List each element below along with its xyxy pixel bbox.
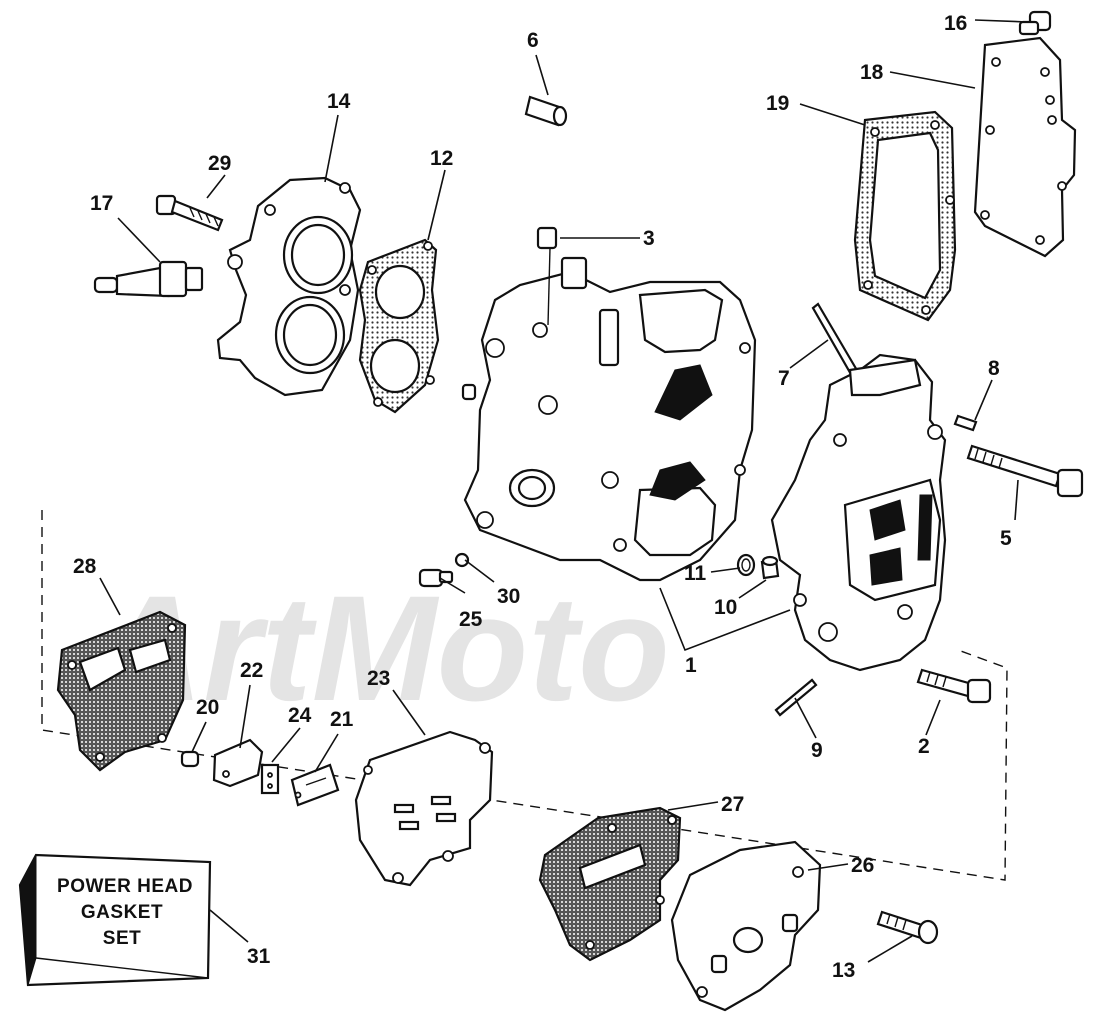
- pin-9: [774, 678, 818, 717]
- callout-30: 30: [497, 585, 520, 608]
- callout-14: 14: [327, 90, 351, 113]
- callout-21: 21: [330, 708, 354, 731]
- bolt-5: [966, 444, 1084, 498]
- callout-10: 10: [714, 596, 737, 619]
- callout-31: 31: [247, 945, 271, 968]
- callout-27: 27: [721, 793, 744, 816]
- callout-20: 20: [196, 696, 219, 719]
- bolt-2: [916, 668, 992, 704]
- callout-2: 2: [918, 735, 930, 758]
- callout-7: 7: [778, 367, 790, 390]
- shim-24: [260, 763, 280, 795]
- plug-10: [760, 555, 780, 580]
- sleeve-6: [524, 95, 568, 127]
- dashed-group-outline: [41, 510, 1008, 881]
- kit-label-line-2: GASKET: [81, 902, 163, 923]
- kit-label-line-1: POWER HEAD: [57, 876, 193, 897]
- kit-label-line-3: SET: [103, 928, 141, 949]
- callout-11: 11: [684, 562, 707, 585]
- plug-small: [461, 383, 477, 401]
- screw-25: [418, 568, 454, 588]
- callout-9: 9: [811, 739, 823, 762]
- callout-17: 17: [90, 192, 113, 215]
- callout-23: 23: [367, 667, 390, 690]
- spark-plug-17: [93, 260, 204, 298]
- reed-plate-23: [354, 730, 494, 887]
- watermark-text: ArtMoto: [91, 564, 670, 732]
- callout-13: 13: [832, 959, 855, 982]
- reed-stop-22: [212, 738, 264, 788]
- cylinder-head-14: [216, 176, 362, 397]
- gasket-set-box-31: [18, 853, 212, 987]
- callout-28: 28: [73, 555, 97, 578]
- spring-11: [736, 553, 756, 577]
- callout-18: 18: [860, 61, 884, 84]
- screw-16: [1018, 10, 1052, 36]
- callout-22: 22: [240, 659, 263, 682]
- gasket-set-label: POWER HEAD GASKET SET: [57, 876, 193, 949]
- head-gasket-12: [358, 238, 440, 414]
- bolt-29: [155, 194, 224, 232]
- callout-16: 16: [944, 12, 967, 35]
- intake-cover-26: [670, 840, 822, 1012]
- screw-20: [180, 750, 200, 768]
- gasket-28: [56, 610, 187, 772]
- callout-19: 19: [766, 92, 789, 115]
- callout-3: 3: [643, 227, 655, 250]
- callout-1: 1: [685, 654, 697, 677]
- crankcase: [770, 353, 947, 672]
- washer-30: [454, 552, 470, 568]
- callout-29: 29: [208, 152, 231, 175]
- gasket-27: [538, 806, 682, 962]
- callout-12: 12: [430, 147, 453, 170]
- callout-5: 5: [1000, 527, 1012, 550]
- callout-26: 26: [851, 854, 874, 877]
- reed-21: [290, 763, 340, 807]
- plug-3: [536, 226, 558, 250]
- callout-25: 25: [459, 608, 483, 631]
- leader-lines: [99, 19, 1029, 963]
- gasket-19: [853, 110, 957, 322]
- callout-labels: 1 2 3 5 6 7 8 9 10 11 12 13 14 16 17 18 …: [73, 12, 1012, 982]
- callout-24: 24: [288, 704, 312, 727]
- pin-8: [953, 414, 978, 432]
- screw-13: [876, 910, 939, 945]
- callout-6: 6: [527, 29, 539, 52]
- callout-8: 8: [988, 357, 1000, 380]
- cylinder-block: [463, 247, 757, 582]
- cover-plate-18: [973, 36, 1077, 258]
- pin-7: [811, 302, 860, 378]
